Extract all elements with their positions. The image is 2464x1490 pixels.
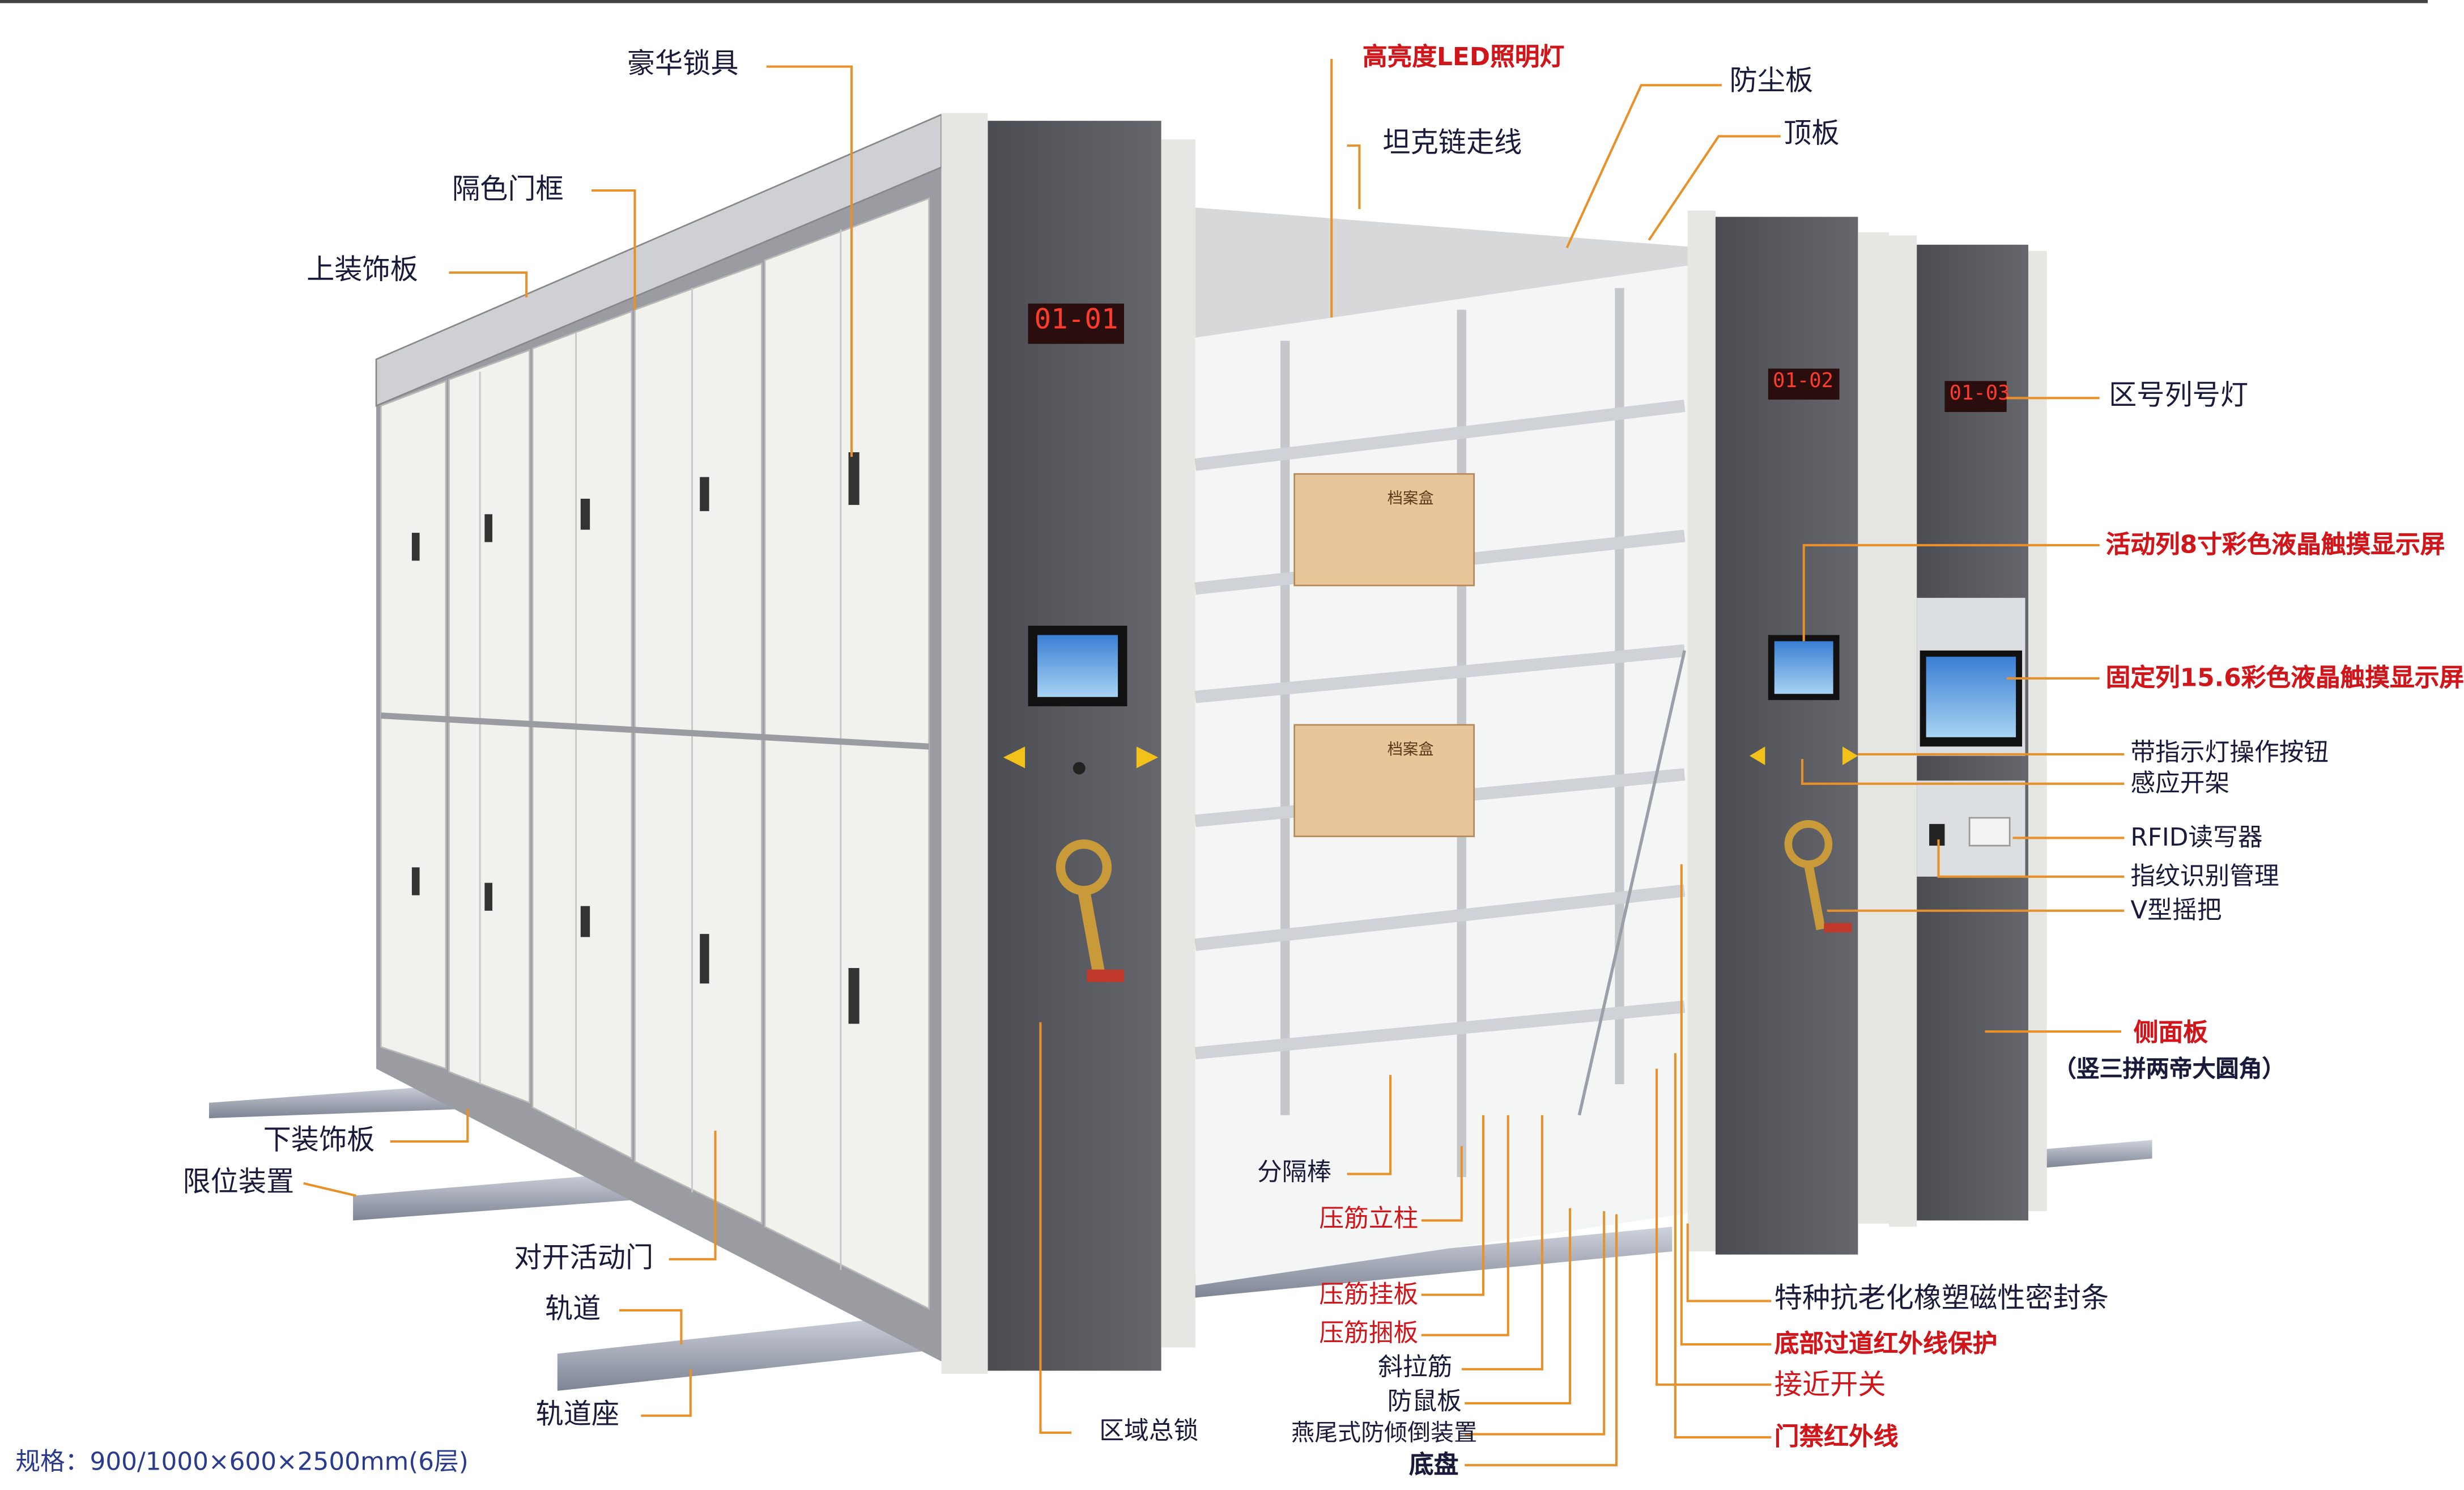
label-bundle-board: 压筋捆板 xyxy=(1319,1318,1419,1348)
label-limit-device: 限位装置 xyxy=(182,1166,295,1199)
column-number-display-2: 01-02 xyxy=(1773,370,1834,394)
label-lock: 豪华锁具 xyxy=(627,48,739,81)
label-fingerprint: 指纹识别管理 xyxy=(2130,861,2279,891)
label-door-ir: 门禁红外线 xyxy=(1774,1421,1899,1451)
label-brace: 斜拉筋 xyxy=(1378,1352,1453,1382)
track-rails xyxy=(208,1084,2152,1391)
label-side-panel: 侧面板 xyxy=(2133,1017,2208,1047)
archive-box-label: 档案盒 xyxy=(1387,742,1434,759)
label-fixed-screen: 固定列15.6彩色液晶触摸显示屏 xyxy=(2105,663,2464,693)
column3-fixed-panel xyxy=(1889,235,2047,1227)
label-track: 轨道 xyxy=(544,1293,601,1326)
label-hang-board: 压筋挂板 xyxy=(1319,1279,1419,1309)
column-number-display-1: 01-01 xyxy=(1034,303,1118,337)
label-chassis: 底盘 xyxy=(1408,1449,1459,1479)
label-zone-lock: 区域总锁 xyxy=(1099,1415,1199,1445)
lock-icon xyxy=(848,452,859,505)
label-top-board: 顶板 xyxy=(1784,117,1840,151)
label-upright: 压筋立柱 xyxy=(1319,1203,1419,1233)
label-tank-chain: 坦克链走线 xyxy=(1382,127,1522,160)
label-track-base: 轨道座 xyxy=(535,1398,620,1432)
label-zone-light: 区号列号灯 xyxy=(2109,379,2249,412)
label-divider: 分隔棒 xyxy=(1257,1157,1332,1187)
column2-side-panel xyxy=(1687,210,1890,1255)
touchscreen-icon xyxy=(1037,635,1118,697)
column1-side-panel xyxy=(941,113,1195,1374)
label-top-panel: 上装饰板 xyxy=(307,254,418,287)
label-mobile-screen: 活动列8寸彩色液晶触摸显示屏 xyxy=(2105,529,2445,559)
label-sensor: 感应开架 xyxy=(2130,768,2230,798)
label-doors: 对开活动门 xyxy=(514,1242,654,1275)
label-rfid: RFID读写器 xyxy=(2130,822,2263,852)
open-shelving xyxy=(1194,207,1704,1286)
label-rat-guard: 防鼠板 xyxy=(1387,1386,1462,1416)
column-number-display-3: 01-03 xyxy=(1949,383,2010,406)
label-door-frame: 隔色门框 xyxy=(452,173,564,206)
left-cabinet xyxy=(375,113,945,1363)
label-handle: V型摇把 xyxy=(2130,895,2222,925)
label-anti-tip: 燕尾式防倾倒装置 xyxy=(1291,1419,1478,1447)
label-side-panel-note: （竖三拼两帝大圆角） xyxy=(2053,1055,2286,1083)
label-buttons: 带指示灯操作按钮 xyxy=(2130,737,2329,767)
label-bottom-ir: 底部过道红外线保护 xyxy=(1774,1328,1998,1359)
spec-text: 规格：900/1000×600×2500mm(6层) xyxy=(15,1446,469,1476)
label-led-light: 高亮度LED照明灯 xyxy=(1362,41,1565,71)
label-seal: 特种抗老化橡塑磁性密封条 xyxy=(1774,1282,2109,1315)
label-dust-cover: 防尘板 xyxy=(1729,65,1814,98)
archive-box-label: 档案盒 xyxy=(1387,491,1434,508)
label-bottom-panel: 下装饰板 xyxy=(263,1124,375,1157)
label-proximity: 接近开关 xyxy=(1774,1369,1886,1402)
